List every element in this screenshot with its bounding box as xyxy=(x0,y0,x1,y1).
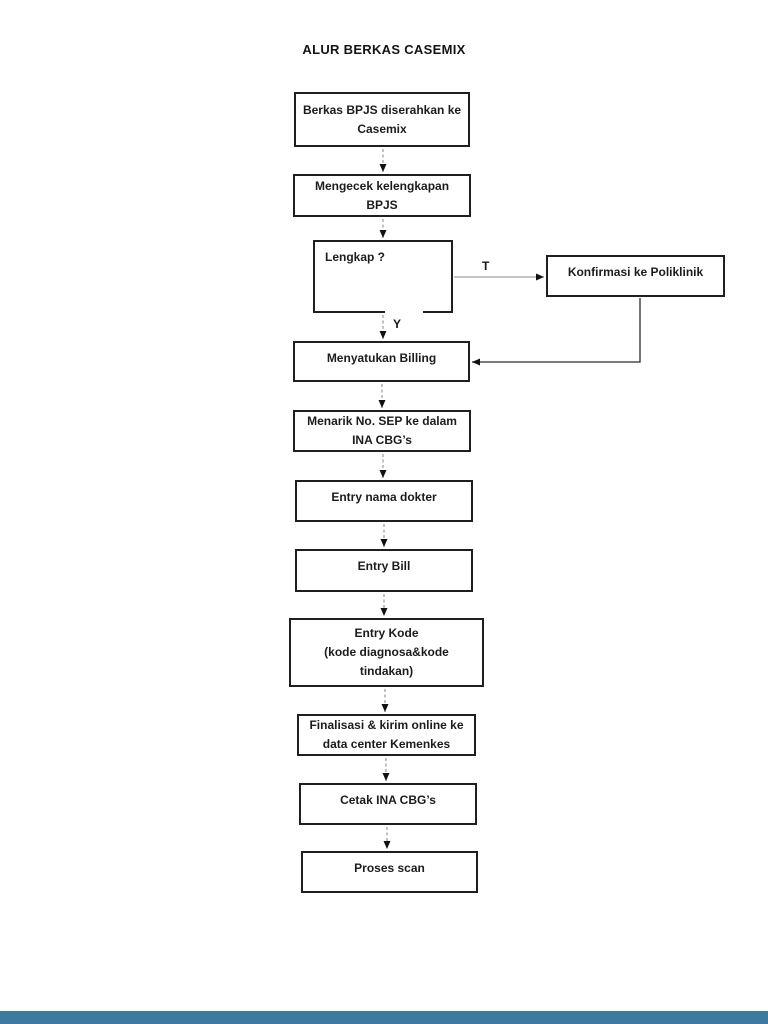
flow-node-entry-kode: Entry Kode (kode diagnosa&kode tindakan) xyxy=(289,618,484,687)
flow-node-menyatukan-billing: Menyatukan Billing xyxy=(293,341,470,382)
page-title: ALUR BERKAS CASEMIX xyxy=(302,42,466,57)
flow-node-entry-nama-dokter: Entry nama dokter xyxy=(295,480,473,522)
flow-node-konfirmasi-poliklinik: Konfirmasi ke Poliklinik xyxy=(546,255,725,297)
viewer-footer-bar xyxy=(0,1011,768,1024)
flow-node-finalisasi-kirim: Finalisasi & kirim online ke data center… xyxy=(297,714,476,756)
flow-node-entry-bill: Entry Bill xyxy=(295,549,473,592)
lengkap-border-gap xyxy=(385,310,423,314)
flow-node-berkas-bpjs: Berkas BPJS diserahkan ke Casemix xyxy=(294,92,470,147)
flow-node-mengecek-kelengkapan: Mengecek kelengkapan BPJS xyxy=(293,174,471,217)
branch-label-no: T xyxy=(482,259,490,273)
arrow-konfirmasi-return-to-menyatukan xyxy=(472,298,641,366)
flow-node-cetak-ina-cbg: Cetak INA CBG’s xyxy=(299,783,477,825)
branch-label-yes: Y xyxy=(393,317,402,331)
flow-node-proses-scan: Proses scan xyxy=(301,851,478,893)
flow-node-lengkap-decision: Lengkap ? xyxy=(313,240,453,313)
flow-node-menarik-sep: Menarik No. SEP ke dalam INA CBG’s xyxy=(293,410,471,452)
